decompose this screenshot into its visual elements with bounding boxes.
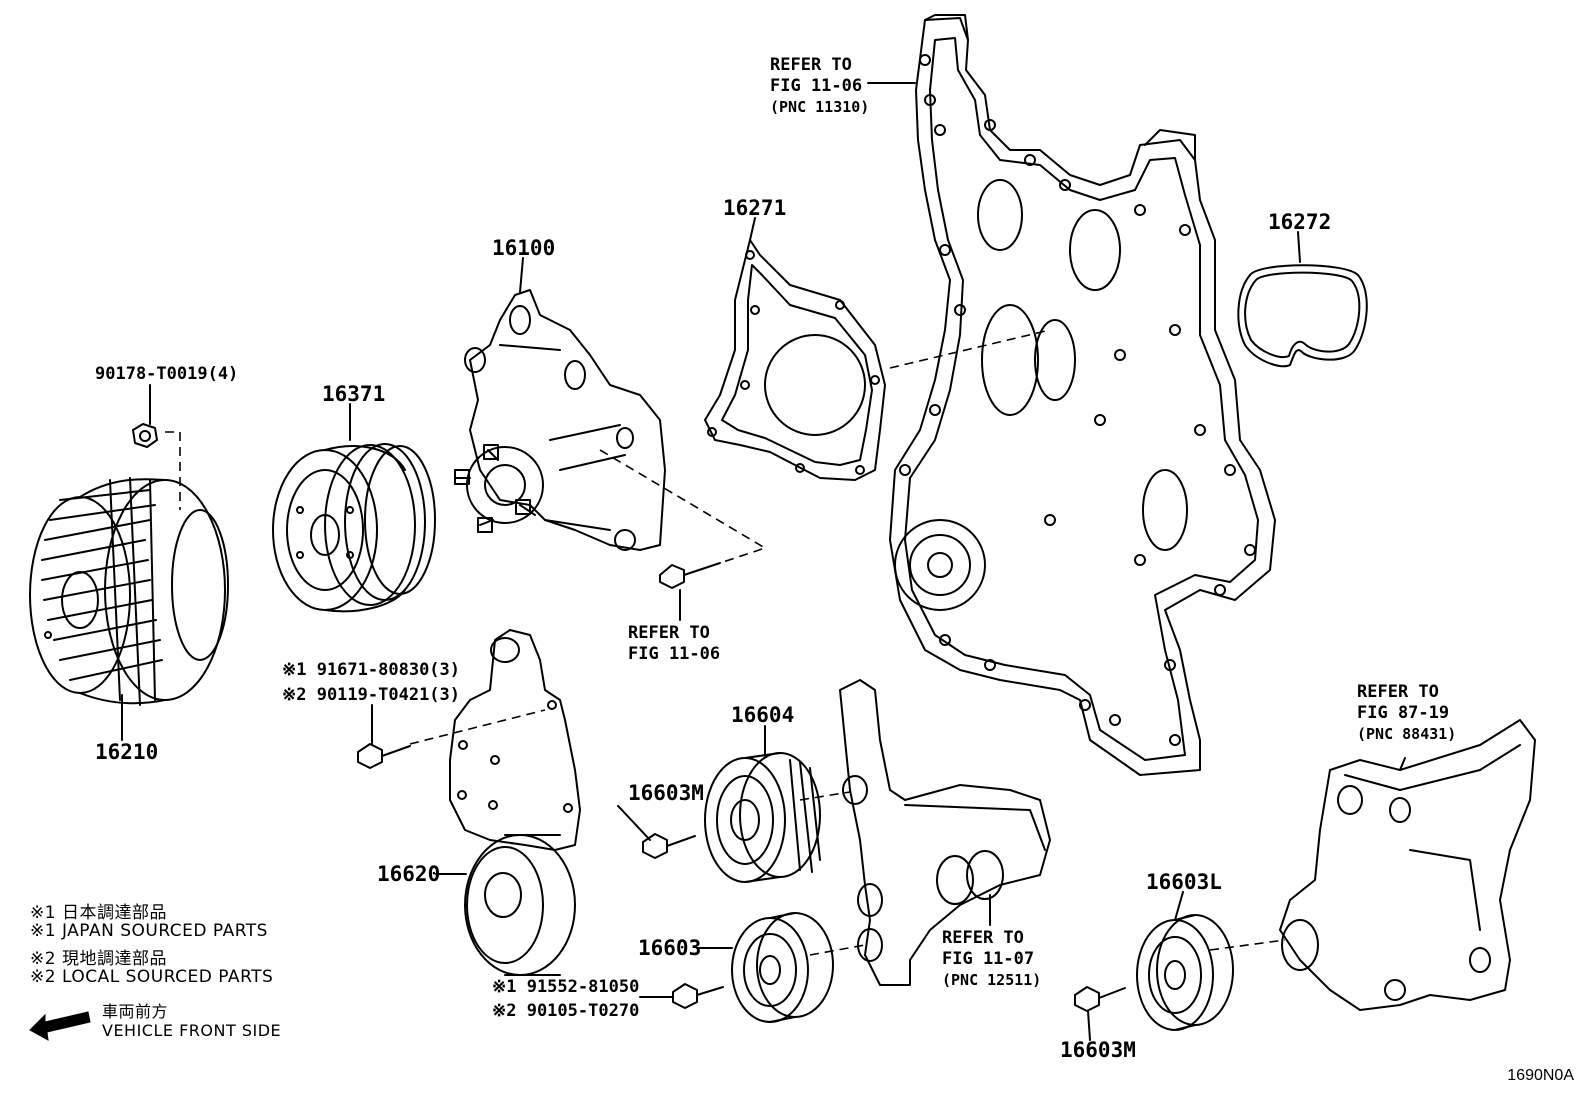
sourcing-legend: ※1 日本調達部品 ※1 JAPAN SOURCED PARTS ※2 現地調達… (30, 898, 273, 990)
part-label-16210[interactable]: 16210 (95, 740, 159, 764)
part-label-90119[interactable]: ※2 90119-T0421(3) (282, 685, 461, 705)
part-label-16100[interactable]: 16100 (492, 236, 556, 260)
legend-line-3: ※2 現地調達部品 (30, 949, 167, 969)
gasket-16271-drawing (704, 239, 886, 481)
part-label-16603M-lower[interactable]: 16603M (1060, 1038, 1136, 1062)
idler-bracket-drawing (839, 679, 1051, 986)
ref-line: FIG 11-06 (770, 76, 863, 96)
part-label-16603M-upper[interactable]: 16603M (628, 781, 704, 805)
part-label-16603[interactable]: 16603 (638, 936, 702, 960)
fan-clutch-16210-drawing (29, 477, 229, 706)
part-label-91671[interactable]: ※1 91671-80830(3) (282, 660, 461, 680)
part-label-16272[interactable]: 16272 (1268, 210, 1332, 234)
illustration-code: 1690N0A (1507, 1067, 1574, 1084)
idler-16604-drawing (704, 752, 821, 883)
reference-fig-11-06-bolt[interactable]: REFER TO FIG 11-06 (628, 623, 720, 665)
water-pump-16100-drawing (454, 289, 666, 551)
pulley-16371-drawing (272, 443, 436, 613)
legend-line-4: ※2 LOCAL SOURCED PARTS (30, 967, 274, 987)
right-bracket-drawing (1279, 719, 1536, 1011)
direction-ja: 車両前方 (102, 1002, 169, 1021)
ref-line: REFER TO (1357, 682, 1439, 702)
legend-line-1: ※1 日本調達部品 (30, 903, 167, 923)
idler-16603-drawing (731, 912, 834, 1023)
ref-line: REFER TO (942, 928, 1024, 948)
ref-line: FIG 11-06 (628, 644, 721, 664)
ref-line: FIG 11-07 (942, 949, 1035, 969)
part-label-90105[interactable]: ※2 90105-T0270 (492, 1001, 640, 1021)
part-label-16604[interactable]: 16604 (731, 703, 795, 727)
part-label-16271[interactable]: 16271 (723, 196, 787, 220)
legend-line-2: ※1 JAPAN SOURCED PARTS (30, 921, 268, 941)
ref-line: REFER TO (770, 55, 852, 75)
ref-line: FIG 87-19 (1357, 703, 1450, 723)
part-label-16371[interactable]: 16371 (322, 382, 386, 406)
tensioner-16620-drawing (449, 629, 581, 976)
ref-line: (PNC 88431) (1357, 725, 1457, 743)
reference-fig-11-07[interactable]: REFER TO FIG 11-07 (PNC 12511) (942, 928, 1041, 991)
idler-16603L-drawing (1136, 914, 1234, 1031)
ref-line: (PNC 11310) (770, 98, 870, 116)
timing-cover-drawing (889, 14, 1276, 776)
vehicle-front-note: 車両前方 VEHICLE FRONT SIDE (102, 998, 281, 1044)
bolts-drawing (357, 562, 1126, 1012)
direction-en: VEHICLE FRONT SIDE (102, 1021, 282, 1040)
leader-lines (121, 82, 1406, 1041)
nut-90178-drawing (132, 404, 158, 448)
ref-line: REFER TO (628, 623, 710, 643)
part-label-16603L[interactable]: 16603L (1146, 870, 1222, 894)
part-label-16620[interactable]: 16620 (377, 862, 441, 886)
ref-line: (PNC 12511) (942, 971, 1042, 989)
part-label-91552[interactable]: ※1 91552-81050 (492, 977, 640, 997)
reference-fig-87-19[interactable]: REFER TO FIG 87-19 (PNC 88431) (1357, 682, 1456, 745)
alignment-lines (165, 329, 1286, 956)
front-arrow-icon (29, 1011, 91, 1041)
reference-fig-11-06-top[interactable]: REFER TO FIG 11-06 (PNC 11310) (770, 55, 869, 118)
part-label-90178[interactable]: 90178-T0019(4) (95, 364, 239, 384)
seal-16272-drawing (1237, 264, 1368, 368)
